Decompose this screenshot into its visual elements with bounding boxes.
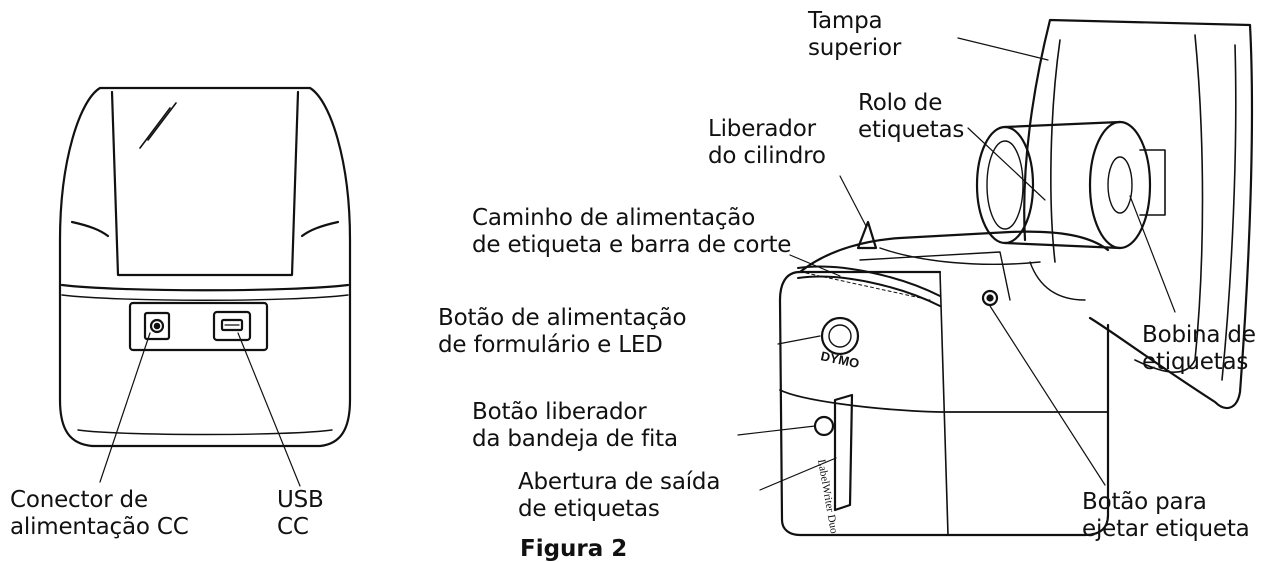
label-botao-liberador: Botão liberador da bandeja de fita bbox=[472, 399, 678, 453]
label-abertura-saida: Abertura de saída de etiquetas bbox=[518, 469, 720, 523]
label-rolo-etiquetas: Rolo de etiquetas bbox=[858, 90, 964, 144]
figure-caption: Figura 2 bbox=[520, 536, 627, 562]
label-bobina-etiquetas: Bobina de etiquetas bbox=[1142, 322, 1256, 376]
printer-model: LabelWriter Duo bbox=[815, 458, 840, 534]
label-liberador-cilindro: Liberador do cilindro bbox=[708, 116, 826, 170]
printer-front-view bbox=[780, 20, 1252, 535]
printer-brand: DYMO bbox=[819, 348, 860, 371]
label-caminho-alimentacao: Caminho de alimentação de etiqueta e bar… bbox=[472, 205, 791, 259]
label-conector-cc: Conector de alimentação CC bbox=[10, 487, 189, 541]
usb-port-icon bbox=[214, 312, 250, 340]
label-botao-alimentacao: Botão de alimentação de formulário e LED bbox=[438, 305, 686, 359]
label-usb: USB CC bbox=[277, 487, 324, 541]
label-botao-ejetar: Botão para ejetar etiqueta bbox=[1082, 489, 1250, 543]
dc-connector-icon bbox=[145, 313, 169, 339]
printer-back-view bbox=[60, 88, 350, 446]
label-tampa-superior: Tampa superior bbox=[808, 8, 901, 62]
